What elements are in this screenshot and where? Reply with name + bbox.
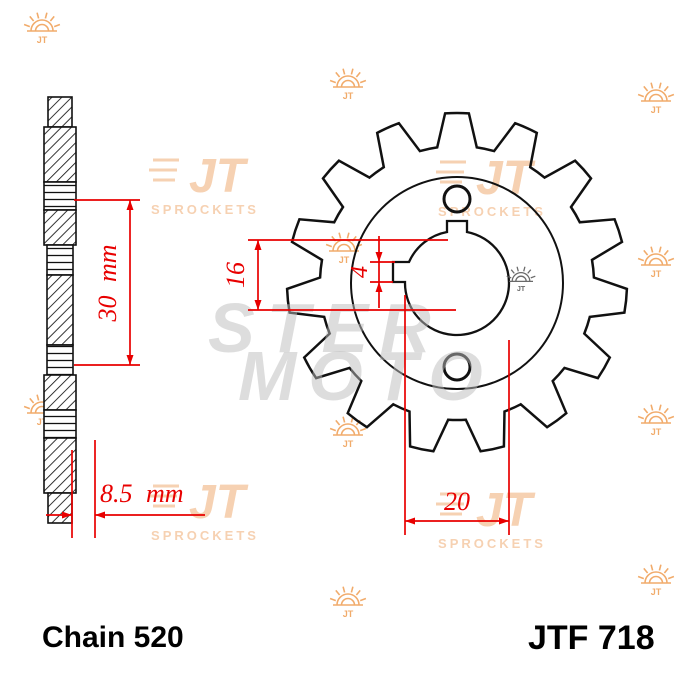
dimension-16: 16 — [221, 239, 456, 311]
sun-icon — [637, 403, 675, 438]
dimension-text: 16 — [221, 262, 250, 288]
dimension-text: 8.5 mm — [100, 479, 184, 508]
sun-icon — [23, 11, 61, 46]
dimension-text: 20 — [444, 487, 470, 516]
dimension-30mm: 30 mm — [74, 199, 140, 366]
sun-icon — [329, 585, 367, 620]
sprocket-outline — [285, 111, 629, 453]
bolt-hole-bottom — [442, 352, 472, 382]
side-segment — [43, 437, 77, 494]
side-segment — [47, 492, 73, 524]
arrowhead — [126, 355, 134, 365]
side-segment — [43, 209, 77, 246]
dimension-text: 30 mm — [93, 244, 122, 322]
side-segment — [43, 181, 77, 211]
gray-watermark-line1: STER — [208, 289, 443, 367]
spline-bore — [391, 219, 511, 337]
arrowhead — [405, 517, 415, 525]
gray-watermark-line2: MOTO — [238, 337, 495, 415]
arrowhead — [254, 300, 262, 310]
dimension-8-5mm: 8.5 mm — [46, 440, 205, 538]
dimension-value: 4 — [347, 266, 373, 278]
arrowhead — [499, 517, 509, 525]
dimension-value: 8.5 — [100, 479, 133, 508]
side-segment — [43, 126, 77, 183]
arrowhead — [126, 200, 134, 210]
side-segment — [43, 374, 77, 411]
dimension-unit: mm — [93, 244, 122, 282]
dimension-value: 20 — [444, 487, 470, 516]
arrowhead — [375, 252, 383, 262]
dimension-4: 4 — [347, 236, 395, 308]
inner-face-circle — [350, 176, 564, 390]
dimension-20: 20 — [404, 295, 510, 535]
gray-watermark: STER MOTO — [208, 289, 495, 415]
drawing-layer — [43, 96, 629, 524]
side-segment — [47, 96, 73, 128]
dimension-text: 4 — [347, 266, 373, 278]
side-segment — [43, 409, 77, 439]
side-segment — [46, 274, 74, 346]
arrowhead — [254, 240, 262, 250]
part-number-label: JTF 718 — [528, 619, 655, 657]
dimension-value: 30 — [93, 296, 122, 323]
arrowhead — [375, 282, 383, 292]
sun-icon — [637, 81, 675, 116]
side-segment — [46, 244, 74, 276]
sprocket-front-view — [285, 111, 629, 453]
chain-size-label: Chain 520 — [42, 621, 184, 654]
dimension-unit: mm — [146, 479, 184, 508]
sun-icon — [637, 245, 675, 280]
jt-stamp-icon — [506, 266, 536, 294]
dimension-value: 16 — [221, 262, 250, 288]
sprocket-side-view — [43, 96, 77, 524]
side-segment — [46, 344, 74, 376]
jt-sprockets-watermark — [147, 148, 261, 219]
bolt-hole-top — [442, 184, 472, 214]
dimension-layer: 30 mm 8.5 mm 16 — [46, 199, 510, 538]
sun-icon — [637, 563, 675, 598]
arrowhead — [62, 511, 72, 519]
sun-icon — [329, 67, 367, 102]
arrowhead — [95, 511, 105, 519]
